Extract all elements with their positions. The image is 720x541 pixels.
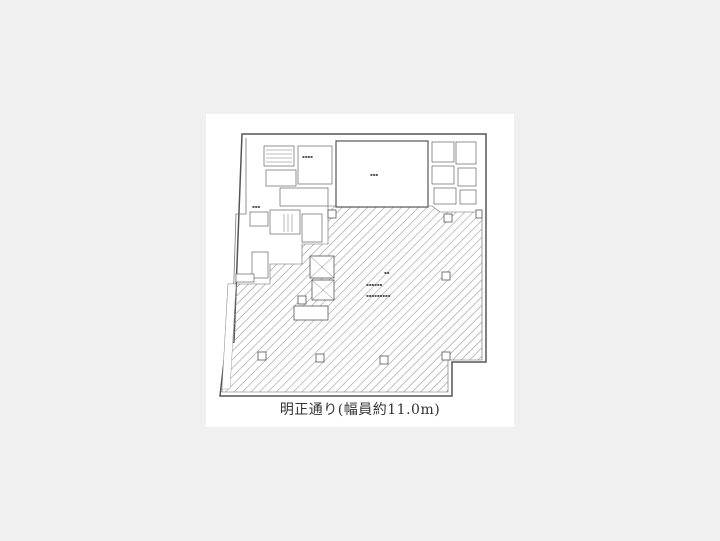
svg-text:▪▪▪: ▪▪▪ — [252, 204, 260, 209]
stair-marks — [266, 149, 293, 232]
svg-text:▪▪: ▪▪ — [384, 270, 390, 275]
core-room — [335, 140, 429, 208]
svg-text:▪▪▪▪▪▪▪▪▪: ▪▪▪▪▪▪▪▪▪ — [366, 293, 391, 298]
svg-text:▪▪▪▪▪▪: ▪▪▪▪▪▪ — [366, 282, 383, 287]
hatched-floor-area — [221, 205, 483, 393]
top-right-rooms — [431, 141, 477, 205]
top-left-rooms — [235, 145, 333, 283]
columns — [257, 209, 483, 365]
floor-plan-drawing: ▪▪▪ — [219, 133, 487, 397]
floor-area-labels: ▪▪ ▪▪▪▪▪▪ ▪▪▪▪▪▪▪▪▪ ▪▪▪ ▪▪▪▪ — [252, 154, 391, 298]
core-room-label: ▪▪▪ — [370, 172, 378, 177]
svg-text:▪▪▪▪: ▪▪▪▪ — [302, 154, 313, 159]
floor-plan-card: ▪▪▪ — [206, 114, 514, 427]
elevator-crosses — [309, 255, 335, 301]
left-aisle — [221, 283, 237, 390]
inner-outline — [231, 138, 247, 341]
street-caption: 明正通り(幅員約11.0m) — [279, 402, 441, 418]
